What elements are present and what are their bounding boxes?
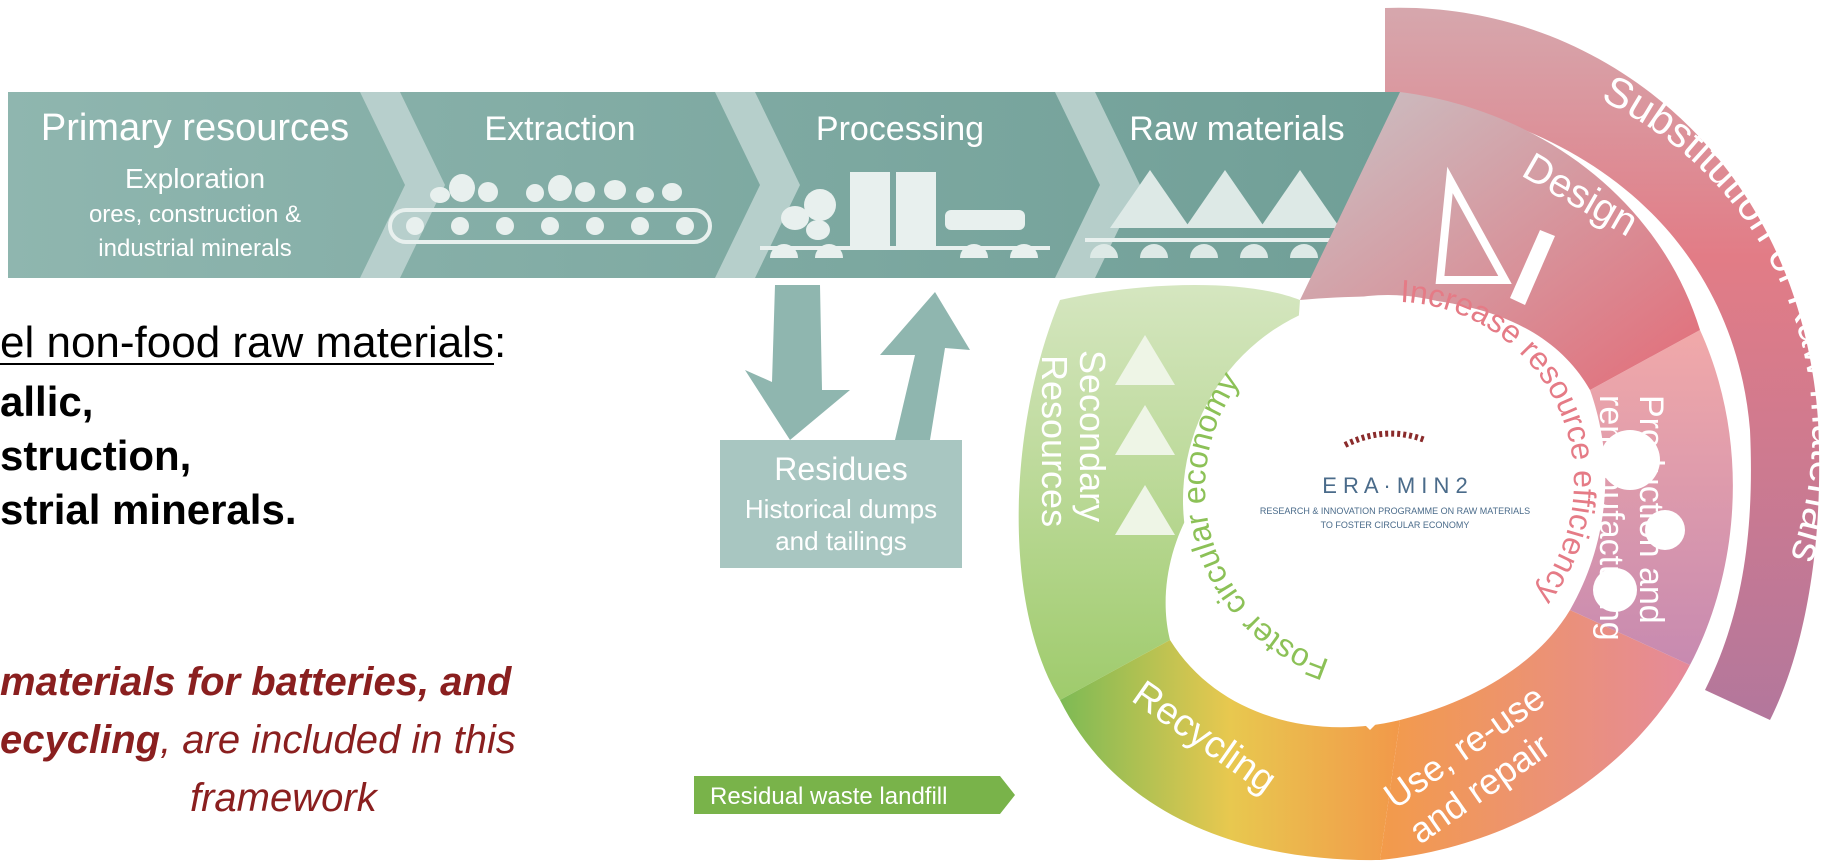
note-line-2-rest: , are included in this bbox=[160, 718, 516, 762]
note-line-2: ecycling, are included in this bbox=[0, 718, 516, 763]
heading-line: el non-food raw materials: bbox=[0, 318, 506, 368]
up-arrow-icon bbox=[880, 292, 970, 440]
segment-recycling bbox=[1060, 640, 1400, 861]
logo-swoosh bbox=[1343, 430, 1427, 448]
segment-production-label-1: Production and bbox=[1632, 395, 1670, 624]
logo-tagline-2: TO FOSTER CIRCULAR ECONOMY bbox=[1321, 520, 1470, 530]
center-circle bbox=[1183, 295, 1593, 705]
segment-secondary-label-2: Resources bbox=[1034, 355, 1075, 527]
residues-title: Residues bbox=[774, 451, 907, 487]
secondary-piles-icon bbox=[1115, 335, 1175, 535]
landfill-label: Residual waste landfill bbox=[710, 783, 947, 810]
segment-use-repair bbox=[1380, 610, 1690, 860]
residues-box bbox=[720, 440, 962, 568]
wrench-icon bbox=[1360, 641, 1444, 730]
substitution-band bbox=[1385, 7, 1820, 720]
logo-name: E R A · M I N 2 bbox=[1322, 473, 1467, 498]
note-line-3: framework bbox=[190, 776, 377, 820]
stage-primary-line-2: ores, construction & bbox=[89, 201, 301, 228]
gears-icon bbox=[1593, 430, 1685, 612]
list-item-industrial: strial minerals. bbox=[0, 486, 297, 533]
pencil-icon bbox=[1510, 230, 1555, 305]
stage-primary-title: Primary resources bbox=[41, 107, 349, 149]
heading-colon: : bbox=[494, 318, 507, 367]
heading-underlined-text: el non-food raw materials bbox=[0, 318, 495, 367]
stage-raw-materials-title: Raw materials bbox=[1129, 110, 1344, 148]
triangle-ruler-icon bbox=[1435, 166, 1512, 284]
list-item-metallic: allic, bbox=[0, 378, 94, 425]
segment-secondary-label-1: Secondary bbox=[1072, 350, 1113, 522]
processing-icon bbox=[760, 172, 1050, 258]
residues-line-2: and tailings bbox=[775, 526, 907, 556]
down-arrow-icon bbox=[745, 285, 850, 440]
landfill-arrow bbox=[694, 776, 1015, 814]
note-line-2-bold: ecycling bbox=[0, 718, 161, 762]
stage-extraction-title: Extraction bbox=[484, 110, 635, 148]
eramin-logo: E R A · M I N 2 RESEARCH & INNOVATION PR… bbox=[1260, 430, 1530, 530]
raw-materials-icon bbox=[1085, 170, 1368, 258]
conveyor-icon bbox=[388, 174, 712, 244]
stage-processing-title: Processing bbox=[816, 110, 984, 148]
segment-design bbox=[1300, 92, 1700, 390]
logo-tagline-1: RESEARCH & INNOVATION PROGRAMME ON RAW M… bbox=[1260, 506, 1530, 516]
residues-line-1: Historical dumps bbox=[745, 494, 937, 524]
stage-primary-line-3: industrial minerals bbox=[98, 235, 291, 262]
note-line-1: materials for batteries, and bbox=[0, 660, 512, 704]
stage-primary-line-1: Exploration bbox=[125, 163, 265, 194]
list-item-construction: struction, bbox=[0, 432, 192, 479]
